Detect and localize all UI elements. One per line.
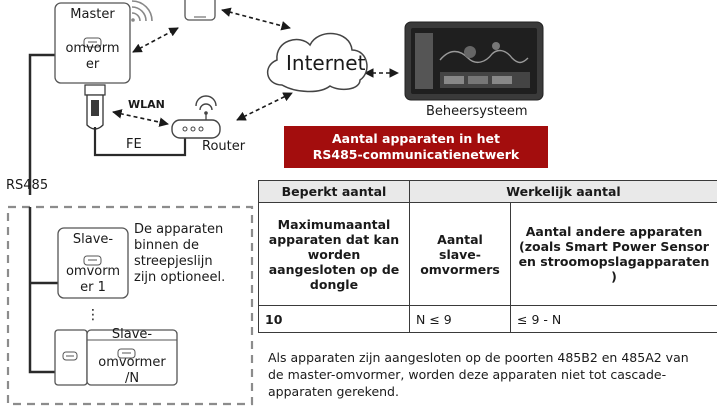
cloud-icon (267, 32, 368, 93)
management-system-label: Beheersysteem (426, 104, 528, 119)
smartphone-icon (184, 0, 216, 21)
fe-label: FE (126, 137, 142, 152)
rs485-label: RS485 (6, 178, 49, 193)
inverter-icon (54, 329, 88, 386)
header-actual: Werkelijk aantal (409, 180, 717, 203)
dongle-icon (84, 84, 106, 130)
master-inverter-label: Master omvorm er (55, 7, 130, 73)
subheader-max: Maximumaantal apparaten dat kan worden a… (258, 202, 410, 306)
table-subheader-row: Maximumaantal apparaten dat kan worden a… (258, 202, 717, 306)
optional-note: De apparaten binnen de streepjeslijn zij… (134, 222, 252, 286)
table-title: Aantal apparaten in het RS485-communicat… (284, 126, 548, 168)
slave1-port-icon (83, 255, 102, 266)
cell-slaves-value: N ≤ 9 (409, 305, 511, 333)
master-label-line-3: er (85, 57, 100, 72)
optional-note-line-1: De apparaten (134, 222, 224, 237)
internet-label: Internet (286, 51, 366, 75)
wireless-signal-icon (131, 0, 153, 22)
table-title-line-1: Aantal apparaten in het (331, 131, 500, 146)
table-title-line-2: RS485-communicatienetwerk (312, 147, 520, 162)
table-row: 10 N ≤ 9 ≤ 9 - N (258, 305, 717, 333)
dashboard-screen-icon (404, 21, 544, 101)
ellipsis-more-slaves: ⋮ (86, 307, 100, 323)
router-icon (171, 95, 221, 139)
header-limited: Beperkt aantal (258, 180, 410, 203)
rs485-slave-line (28, 207, 60, 374)
dongle-router-link (112, 109, 169, 127)
slave1-label-line-1: Slave- (72, 232, 114, 247)
slave-inverter-1-label: Slave- omvorm er 1 (58, 232, 128, 296)
footnote: Als apparaten zijn aangesloten op de poo… (268, 350, 689, 399)
slaveN-label-line-3: /N (124, 371, 140, 386)
wlan-label: WLAN (128, 98, 165, 111)
optional-note-line-3: streepjeslijn (134, 254, 213, 269)
slaveN-label-line-1: Slave- (111, 327, 153, 342)
master-label-line-1: Master (70, 7, 115, 22)
subheader-slaves: Aantal slave-omvormers (409, 202, 511, 306)
phone-internet-link (221, 7, 291, 31)
slaveN-port-icon (117, 348, 136, 359)
optional-note-line-4: zijn optioneel. (134, 270, 226, 285)
device-count-table: Beperkt aantal Werkelijk aantal Maximuma… (258, 180, 717, 333)
slaveN-label-line-2: omvormer (98, 355, 166, 370)
router-label: Router (202, 139, 246, 154)
cell-other-value: ≤ 9 - N (510, 305, 717, 333)
optional-devices-dashed-box (6, 205, 254, 406)
master-label-line-2: omvorm (65, 41, 120, 56)
rs485-bus-line (28, 53, 55, 195)
slave-inverter-n-label: Slave- omvormer /N (87, 327, 177, 387)
master-port-icon (83, 37, 102, 48)
optional-note-line-2: binnen de (134, 238, 199, 253)
fe-cable-line (93, 127, 187, 157)
slave1-label-line-3: er 1 (80, 280, 106, 295)
router-internet-link (236, 92, 293, 121)
table-header-row: Beperkt aantal Werkelijk aantal (258, 180, 717, 203)
slave1-label-line-2: omvorm (65, 264, 121, 279)
cell-max-value: 10 (258, 305, 410, 333)
master-phone-link (132, 27, 179, 53)
subheader-other: Aantal andere apparaten (zoals Smart Pow… (510, 202, 717, 306)
